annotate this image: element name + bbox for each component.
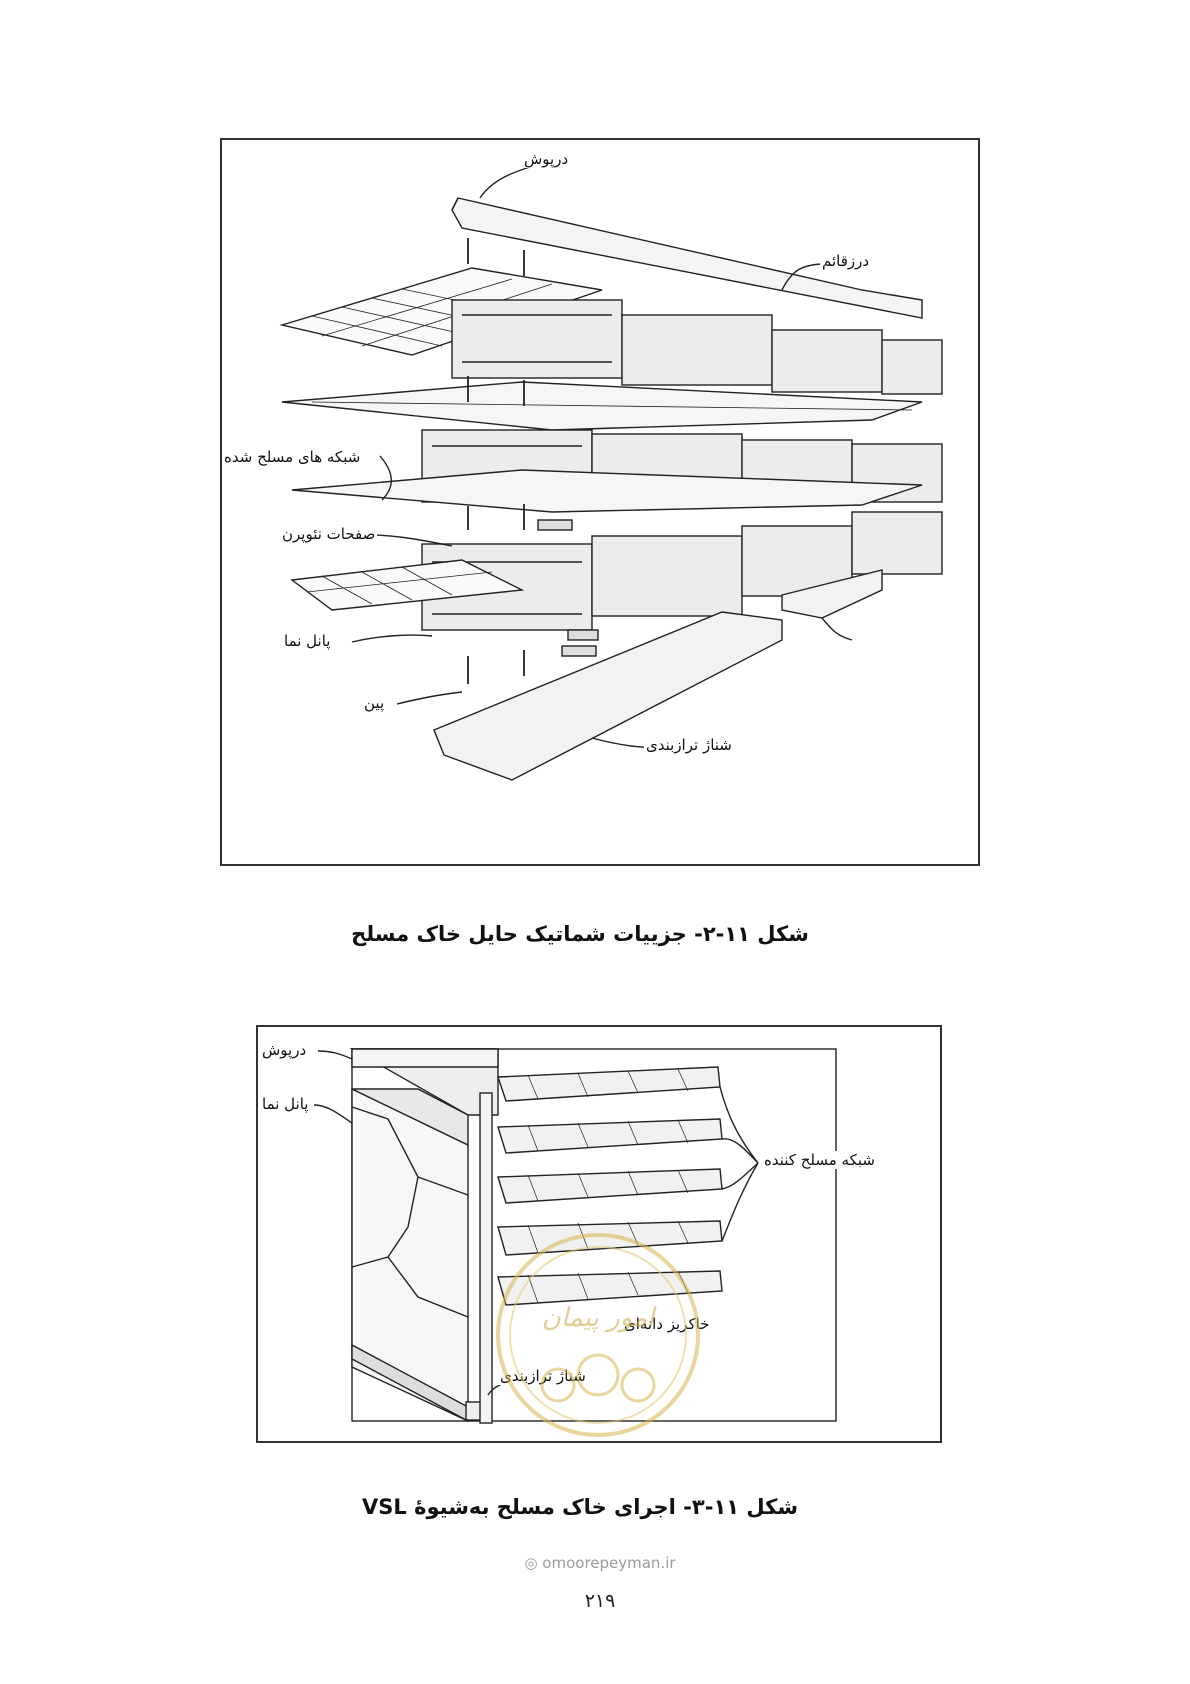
- label-coping: درپوش: [522, 150, 571, 168]
- label-pin: پین: [362, 694, 387, 712]
- label-facing-panel: پانل نما: [282, 632, 333, 650]
- figure-2-caption: شکل ۱۱-۳- اجرای خاک مسلح به‌شیوهٔ VSL: [362, 1495, 798, 1519]
- figure-2-drawing: [313, 1048, 837, 1424]
- label-vertical-joint: درزقائم: [820, 252, 872, 270]
- watermark-seal-icon: [496, 1233, 700, 1437]
- label-facing-panel-2: پانل نما: [260, 1095, 311, 1113]
- label-coping-2: درپوش: [260, 1041, 309, 1059]
- label-leveling-pad: شناژ ترازبندی: [644, 736, 734, 754]
- figure-1-caption: شکل ۱۱-۲- جزییات شماتیک حایل خاک مسلح: [351, 922, 809, 946]
- figure-1-frame: درپوش درزقائم شبکه های مسلح شده صفحات نئ…: [220, 138, 980, 866]
- globe-icon: ◎: [524, 1554, 543, 1572]
- watermark-text: امور پیمان: [541, 1303, 655, 1333]
- label-granular-backfill: خاکریز دانه‌ای: [622, 1315, 712, 1333]
- website-text: omoorepeyman.ir: [542, 1554, 676, 1572]
- page-number: ۲۱۹: [584, 1590, 616, 1612]
- label-neoprene-plates: صفحات نئوپرن: [280, 525, 378, 543]
- watermark-seal: امور پیمان: [488, 1225, 708, 1445]
- label-reinforcing-grid: شبکه مسلح کننده: [762, 1151, 877, 1169]
- label-reinforced-grids: شبکه های مسلح شده: [222, 448, 363, 466]
- website-watermark: ◎ omoorepeyman.ir: [490, 1554, 710, 1572]
- figure-1-drawing: [279, 163, 943, 781]
